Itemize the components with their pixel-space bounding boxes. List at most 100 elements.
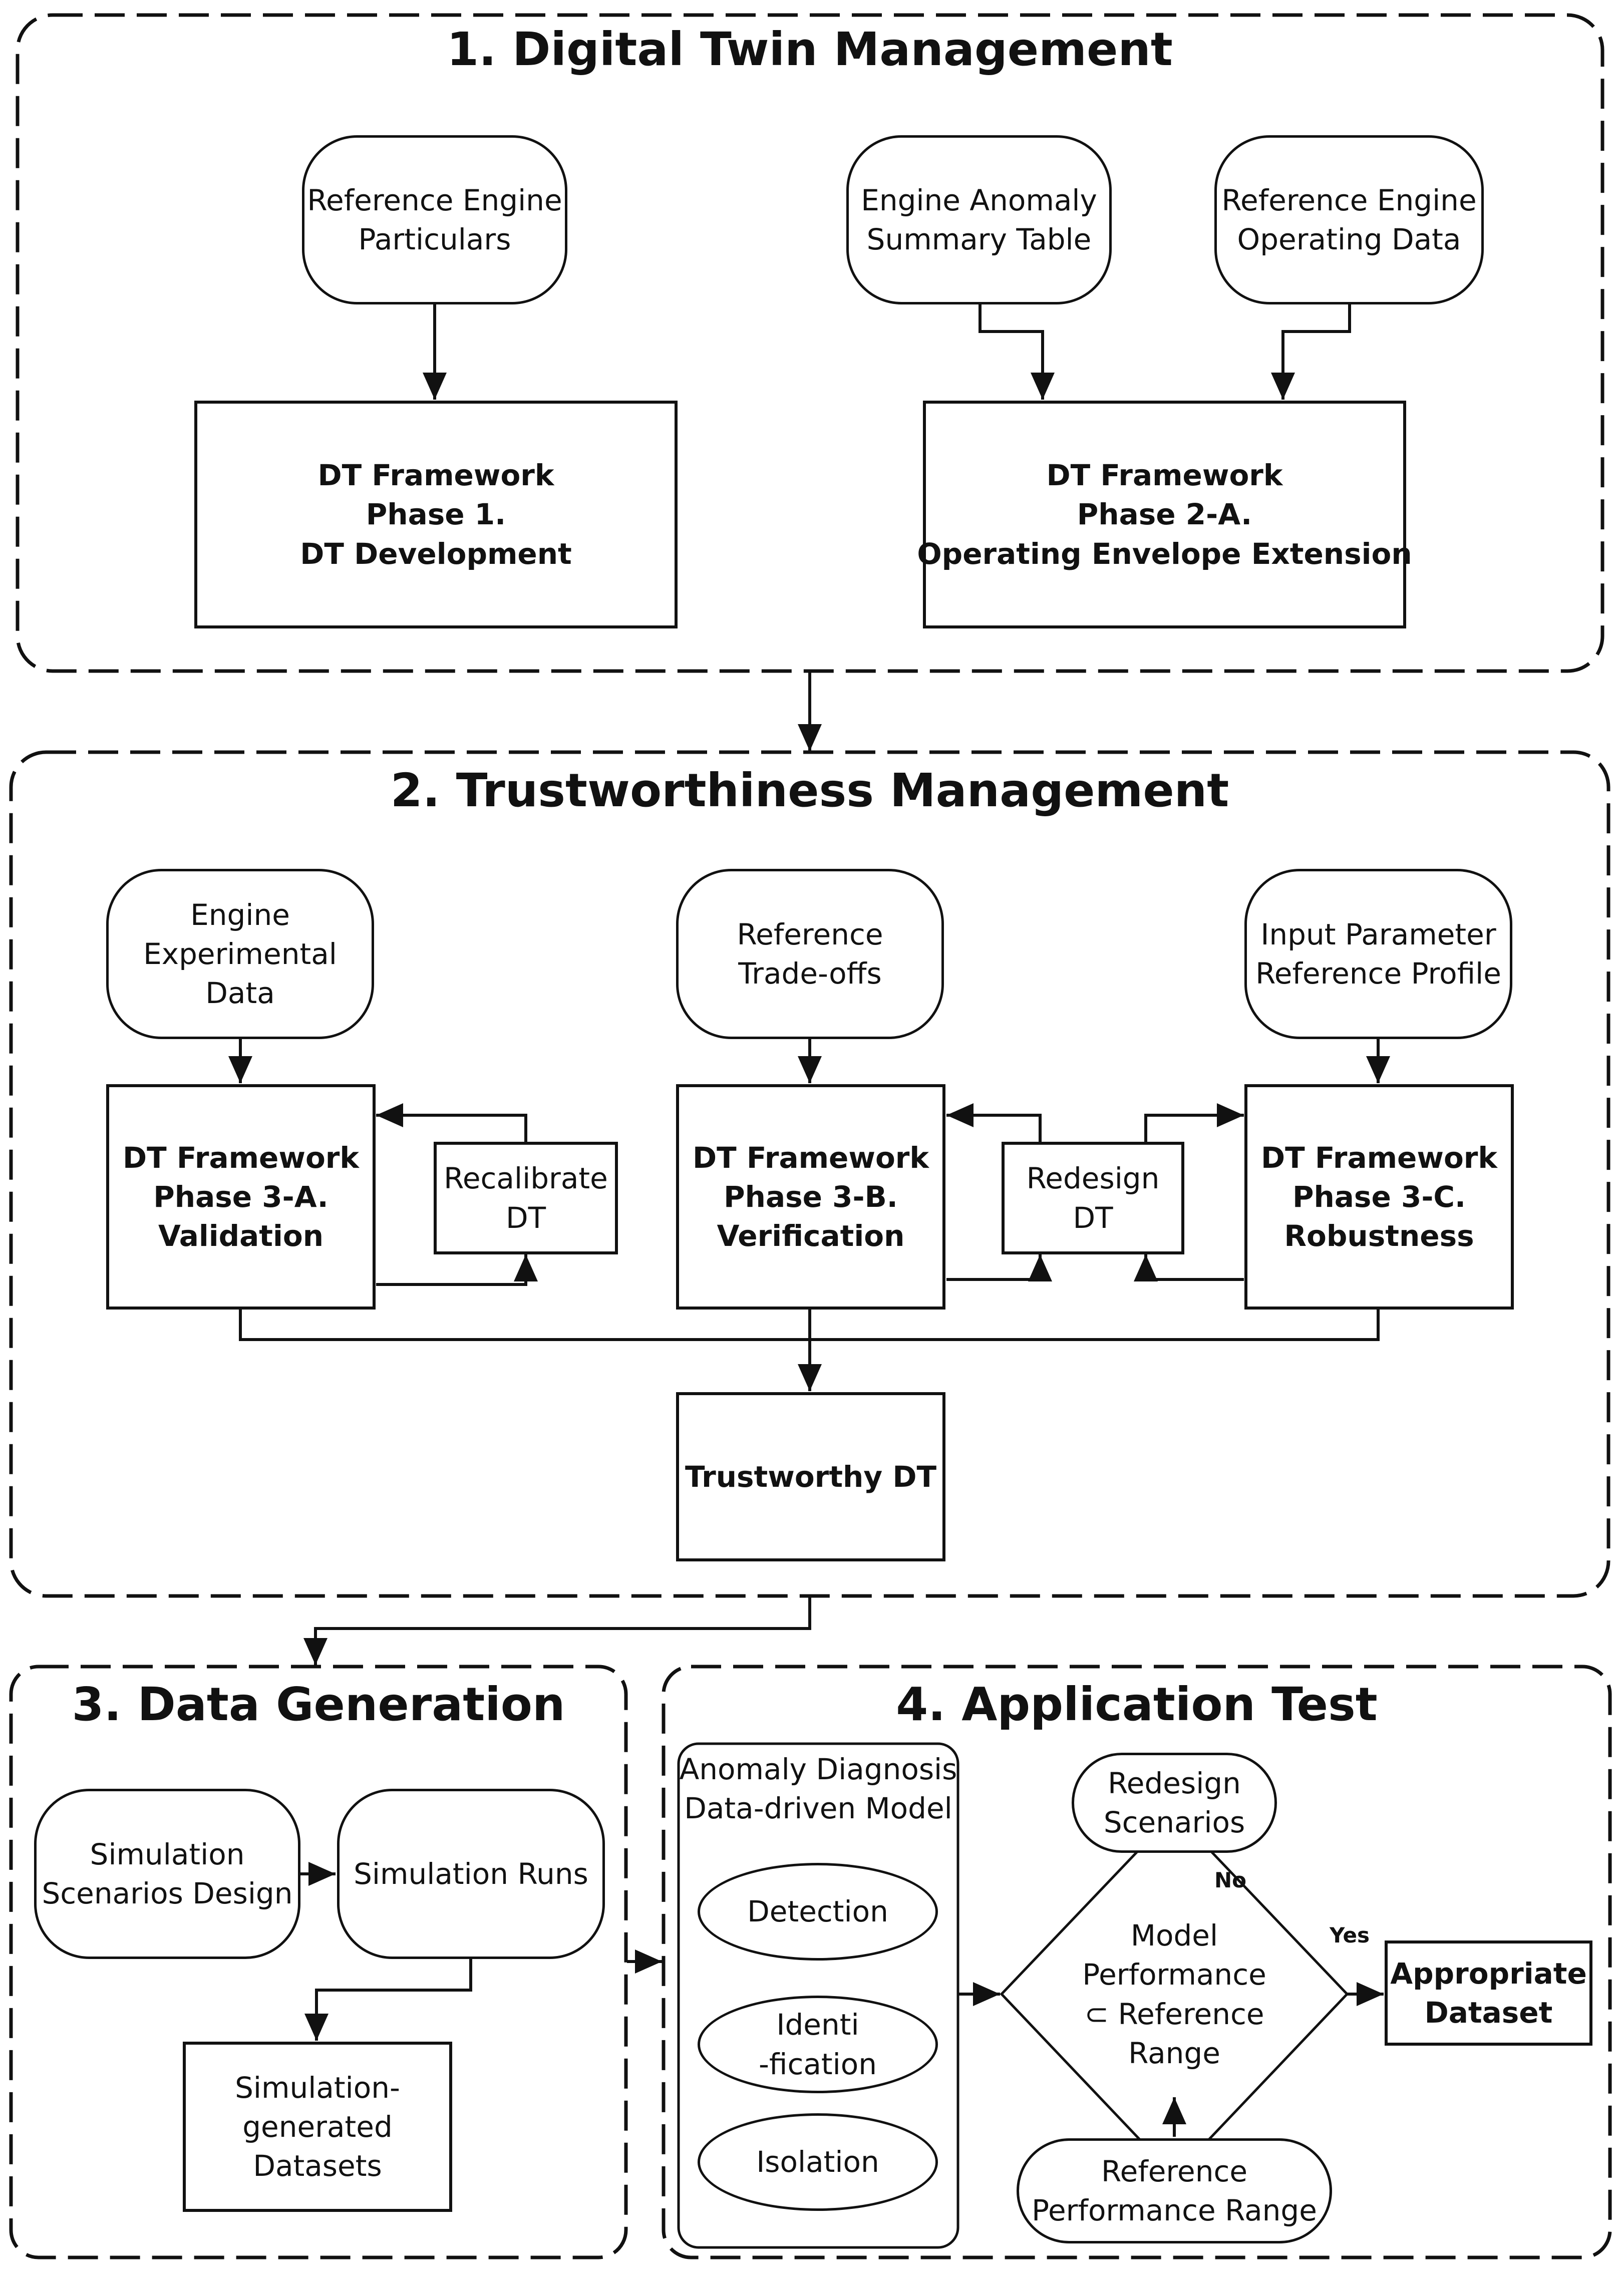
anomaly-model-container — [677, 1742, 959, 2249]
node-line: Operating Envelope Extension — [917, 536, 1412, 571]
node-line: Engine — [190, 897, 290, 932]
node-phase3b-verification: DT Framework Phase 3-B. Verification — [676, 1084, 945, 1310]
section-application-test-frame — [662, 1665, 1612, 2259]
node-line: Phase 1. — [366, 497, 506, 532]
node-line: Data — [205, 976, 275, 1011]
node-phase3c-robustness: DT Framework Phase 3-C. Robustness — [1244, 1084, 1514, 1310]
node-line: Recalibrate — [444, 1161, 608, 1196]
section-title-digital-twin-management: 1. Digital Twin Management — [447, 23, 1173, 76]
node-reference-performance-range: Reference Performance Range — [1017, 2138, 1332, 2243]
node-line: DT Development — [300, 536, 572, 571]
node-line: Input Parameter — [1260, 917, 1496, 951]
node-line: Trade-offs — [738, 956, 882, 991]
node-line: Dataset — [1424, 1996, 1553, 2030]
edge-operating-data-to-phase2a — [1271, 304, 1351, 400]
node-line: Reference Engine — [1221, 183, 1477, 217]
node-line: Scenarios — [1103, 1805, 1245, 1839]
node-line: DT Framework — [317, 458, 554, 493]
section-trustworthiness-management-frame — [9, 750, 1610, 1598]
section-title-application-test: 4. Application Test — [896, 1678, 1378, 1731]
edge-redesign-to-phase3c — [1144, 1103, 1244, 1142]
node-phase2a-operating-envelope: DT Framework Phase 2-A. Operating Envelo… — [917, 401, 1412, 628]
node-line: DT — [505, 1200, 546, 1235]
node-line: Performance Range — [1032, 2193, 1317, 2227]
edge-phase3b-to-redesign — [946, 1254, 1052, 1281]
node-engine-experimental-data: Engine Experimental Data — [106, 869, 374, 1039]
node-trustworthy-dt: Trustworthy DT — [676, 1392, 945, 1561]
node-line: generated — [242, 2109, 393, 2144]
node-line: Model — [1130, 1918, 1218, 1953]
node-simulation-scenarios-design: Simulation Scenarios Design — [34, 1789, 300, 1959]
section-title-trustworthiness-management: 2. Trustworthiness Management — [390, 764, 1229, 817]
node-reference-engine-operating-data: Reference Engine Operating Data — [1214, 135, 1484, 304]
node-identification: Identi -fication — [698, 1996, 938, 2093]
node-line: Redesign — [1108, 1766, 1241, 1800]
node-line: Operating Data — [1237, 222, 1461, 256]
edge-recalibrate-to-phase3a — [376, 1103, 527, 1142]
node-line: Verification — [717, 1219, 905, 1253]
node-line: Phase 2-A. — [1077, 497, 1252, 532]
section-digital-twin-management-frame — [16, 13, 1604, 673]
node-line: Reference Profile — [1255, 956, 1501, 991]
node-recalibrate-dt: Recalibrate DT — [434, 1142, 618, 1254]
node-line: Appropriate — [1390, 1956, 1587, 1991]
node-line: Robustness — [1284, 1219, 1474, 1253]
edge-anomaly-table-to-phase2a — [979, 304, 1055, 400]
node-input-parameter-reference-profile: Input Parameter Reference Profile — [1244, 869, 1512, 1039]
node-line: Isolation — [756, 2145, 879, 2179]
edge-section2-to-section3 — [303, 1597, 811, 1665]
node-line: Detection — [747, 1894, 888, 1929]
node-phase1-dt-development: DT Framework Phase 1. DT Development — [194, 401, 678, 628]
node-line: DT Framework — [123, 1140, 359, 1175]
node-line: ⊂ Reference — [1084, 1997, 1264, 2031]
node-line: DT Framework — [1261, 1140, 1497, 1175]
node-reference-tradeoffs: Reference Trade-offs — [676, 869, 944, 1039]
node-line: Anomaly Diagnosis — [679, 1752, 957, 1786]
node-line: Phase 3-A. — [153, 1179, 329, 1214]
node-line: Experimental — [143, 936, 337, 971]
node-line: Simulation- — [235, 2070, 400, 2105]
node-reference-engine-particulars: Reference Engine Particulars — [302, 135, 567, 304]
node-line: Reference — [1101, 2154, 1248, 2188]
node-line: Reference — [737, 917, 883, 951]
edge-phase3c-to-redesign — [1134, 1254, 1244, 1281]
edge-label-yes: Yes — [1330, 1923, 1370, 1948]
node-engine-anomaly-summary-table: Engine Anomaly Summary Table — [846, 135, 1112, 304]
section-title-data-generation: 3. Data Generation — [72, 1678, 565, 1731]
node-detection: Detection — [698, 1863, 938, 1961]
node-line: DT Framework — [693, 1140, 929, 1175]
node-line: Summary Table — [866, 222, 1092, 256]
node-line: Range — [1128, 2036, 1220, 2070]
edge-phase3a-to-recalibrate — [376, 1254, 538, 1286]
node-line: Phase 3-B. — [724, 1179, 898, 1214]
node-line: Particulars — [358, 222, 511, 256]
node-line: Reference Engine — [307, 183, 562, 217]
node-line: Datasets — [253, 2149, 382, 2183]
edge-redesign-to-phase3b — [946, 1103, 1042, 1142]
node-simulation-runs: Simulation Runs — [337, 1789, 605, 1959]
node-line: DT Framework — [1046, 458, 1283, 493]
node-line: Engine Anomaly — [861, 183, 1097, 217]
node-line: Performance — [1082, 1958, 1266, 1992]
node-redesign-scenarios: Redesign Scenarios — [1072, 1753, 1277, 1853]
node-simulation-generated-datasets: Simulation- generated Datasets — [183, 2042, 452, 2212]
node-line: Identi — [776, 2008, 859, 2042]
node-line: Scenarios Design — [42, 1876, 293, 1910]
node-line: Validation — [158, 1219, 324, 1253]
node-line: Data-driven Model — [684, 1791, 952, 1825]
node-line: Simulation Runs — [354, 1856, 588, 1891]
node-line: Trustworthy DT — [685, 1459, 937, 1494]
node-line: -fication — [759, 2047, 877, 2081]
node-redesign-dt: Redesign DT — [1002, 1142, 1184, 1254]
node-appropriate-dataset: Appropriate Dataset — [1385, 1940, 1592, 2046]
edge-runs-to-datasets — [304, 1958, 472, 2041]
node-line: Simulation — [90, 1837, 245, 1871]
node-phase3a-validation: DT Framework Phase 3-A. Validation — [106, 1084, 376, 1310]
node-line: DT — [1073, 1200, 1113, 1235]
node-isolation: Isolation — [698, 2113, 938, 2211]
node-anomaly-diagnosis-model-title: Anomaly Diagnosis Data-driven Model — [679, 1749, 957, 1829]
edge-merge-bus — [239, 1310, 1380, 1341]
node-line: Phase 3-C. — [1292, 1179, 1466, 1214]
section-data-generation-frame — [9, 1665, 628, 2259]
